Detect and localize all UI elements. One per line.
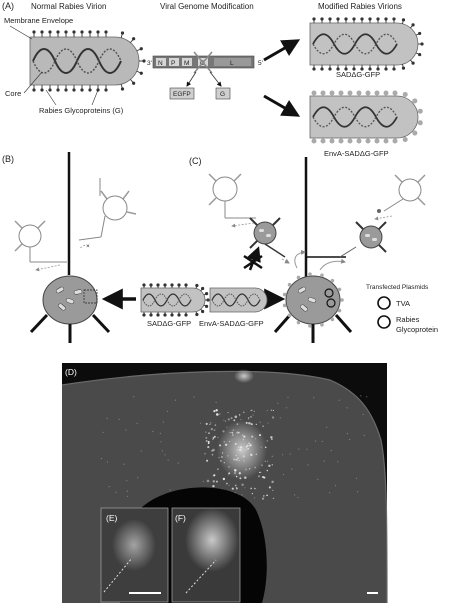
enva-envelope-bumps [311, 90, 423, 144]
label-sad-dg-gfp: SADΔG-GFP [336, 70, 380, 79]
blocked-x-mark: × [86, 243, 90, 250]
inset-e-letter: (E) [106, 513, 118, 523]
legend-tva-symbol [377, 296, 391, 310]
legend-rabies-symbol [377, 315, 391, 329]
viral-genome-diagram: 3' 5' N P M G L EGFP G [147, 51, 263, 100]
glycoprotein-spikes [142, 283, 210, 317]
presynaptic-neuron [383, 174, 426, 212]
normal-rabies-virion [29, 30, 146, 92]
header-modified-virions: Modified Rabies Virions [318, 2, 402, 11]
legend-title: Transfected Plasmids [366, 284, 429, 291]
genome-5prime: 5' [258, 60, 263, 67]
presynaptic-neuron [208, 173, 256, 219]
header-normal-virion: Normal Rabies Virion [31, 2, 106, 11]
inset-e [100, 507, 169, 603]
inset-f-letter: (F) [175, 513, 186, 523]
panel-b-letter: (B) [2, 154, 14, 164]
sad-dg-gfp-virion [309, 17, 424, 71]
presynaptic-neuron [78, 178, 137, 241]
panel-b: (B) × [2, 152, 210, 343]
legend-tva-label: TVA [396, 299, 410, 308]
tva-receptor-bumps [282, 272, 344, 328]
gene-m: M [184, 60, 189, 67]
gene-l: L [230, 60, 234, 67]
panel-c-starter-cell [273, 272, 353, 343]
label-enva-sad-dg-gfp: EnvA-SADΔG-GFP [324, 149, 389, 158]
glycoprotein-spikes [32, 30, 146, 92]
panel-c-virion-label: EnvA-SADΔG-GFP [199, 319, 264, 328]
inset-f [171, 507, 241, 603]
gene-n: N [158, 60, 163, 67]
panel-c-infected-presynaptic [249, 217, 286, 258]
label-membrane-envelope: Membrane Envelope [4, 16, 73, 25]
egfp-box-label: EGFP [173, 91, 191, 98]
genome-3prime: 3' [147, 60, 152, 67]
panel-c: (C) [189, 156, 438, 343]
header-genome-modification: Viral Genome Modification [160, 2, 254, 11]
plasmid-legend: Transfected Plasmids TVA Rabies Glycopro… [366, 284, 438, 334]
panel-b-infected-soma [29, 275, 111, 343]
panel-a: (A) Normal Rabies Virion Viral Genome Mo… [2, 1, 424, 158]
panel-b-virion-label: SADΔG-GFP [147, 319, 191, 328]
panel-d-micrograph: (D) (E) (F) [61, 363, 388, 604]
panel-c-letter: (C) [189, 156, 202, 166]
presynaptic-neuron [14, 220, 67, 263]
panel-c-infected-presynaptic-right [355, 221, 387, 253]
panel-d-letter: (D) [65, 367, 77, 377]
panel-b-virion [140, 283, 210, 317]
panel-a-letter: (A) [2, 1, 14, 11]
panel-c-virion [209, 287, 268, 313]
legend-glycoprotein-label: Glycoprotein [396, 325, 438, 334]
label-core: Core [5, 89, 21, 98]
label-rabies-glycoproteins: Rabies Glycoproteins (G) [39, 106, 124, 115]
gene-p: P [171, 60, 175, 67]
legend-rabies-label: Rabies [396, 315, 420, 324]
g-box-label: G [220, 91, 225, 98]
enva-sad-dg-gfp-virion [309, 90, 423, 144]
glycoprotein-spikes [312, 17, 424, 71]
